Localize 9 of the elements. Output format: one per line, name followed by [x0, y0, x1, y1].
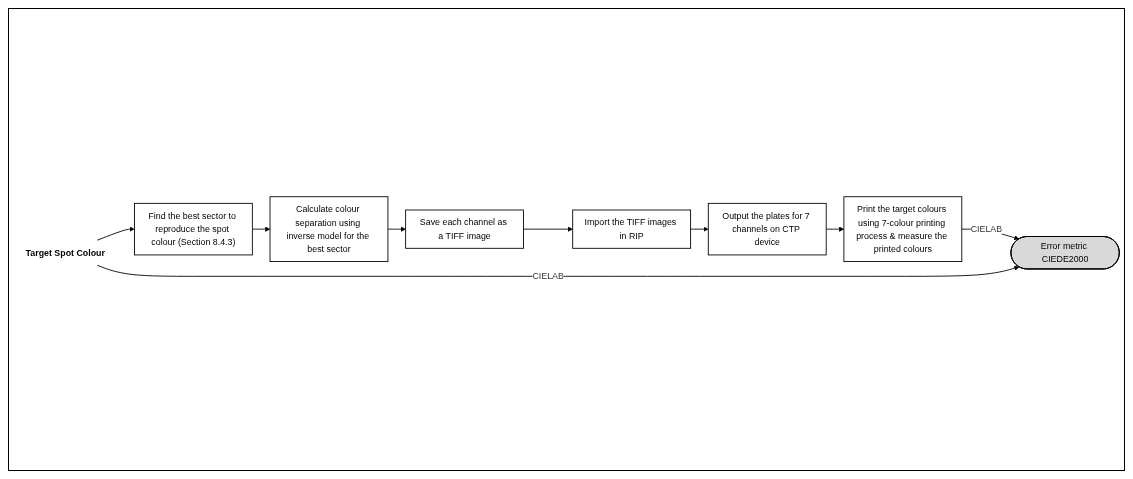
node-box: Save each channel as a TIFF image [405, 209, 524, 249]
node-box: Print the target colours using 7-colour printing process & measure the printed colours [843, 195, 963, 262]
edge-label: CIELAB [532, 270, 564, 281]
node-box: Import the TIFF images in RIP [572, 209, 692, 249]
node-box: Output the plates for 7 channels on CTP device [707, 202, 827, 256]
node-text: Target Spot Colour [25, 246, 105, 257]
node-box: Calculate colour separation using inverse model for the best sector [269, 195, 389, 262]
edge-label: CIELAB [970, 223, 1003, 234]
node-box: Find the best sector to reproduce the spot colour (Section 8.4.3) [134, 202, 253, 256]
